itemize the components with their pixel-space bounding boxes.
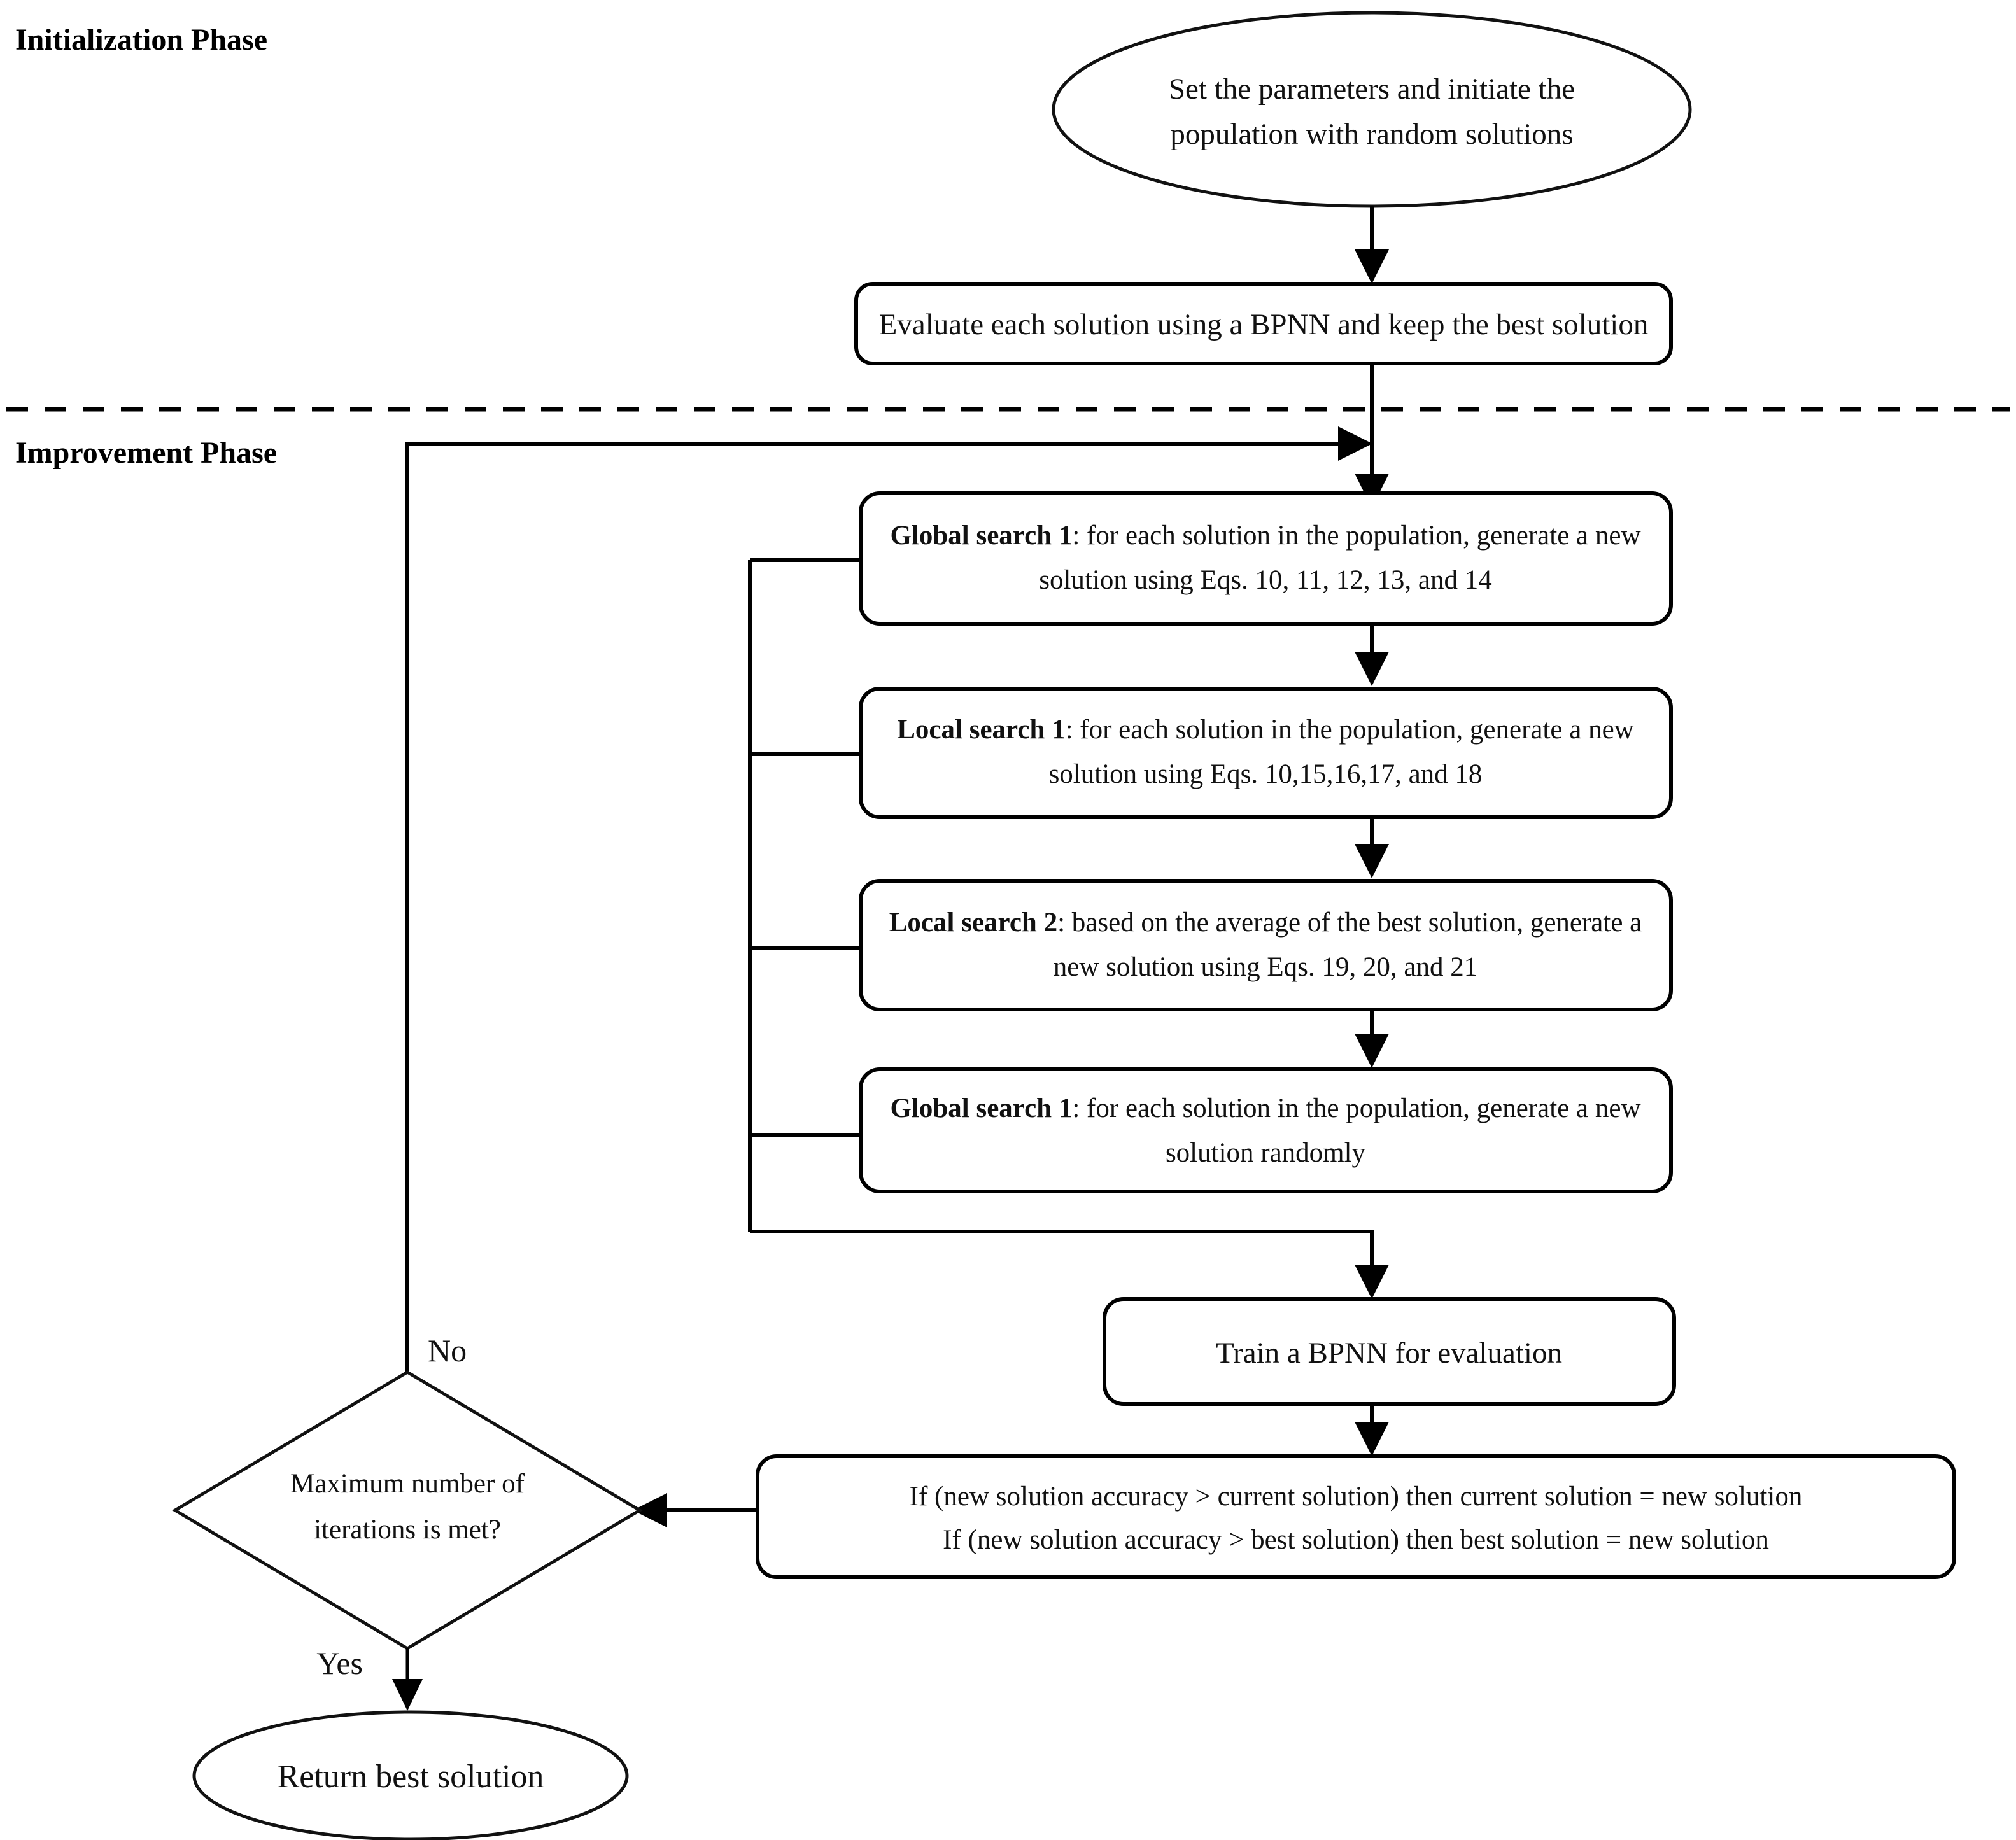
- global-search-1a-box: [859, 491, 1673, 626]
- local-search-1-line2: solution using Eqs. 10,15,16,17, and 18: [1049, 759, 1483, 789]
- local-search-1-line1: Local search 1: for each solution in the…: [897, 715, 1634, 745]
- edge-no-feedback-loop: [405, 442, 1355, 1372]
- global-search-1b-box: [859, 1067, 1673, 1193]
- global-search-1b-line1: Global search 1: for each solution in th…: [890, 1093, 1640, 1123]
- update-box: [756, 1454, 1956, 1579]
- train-bpnn-label: Train a BPNN for evaluation: [1216, 1337, 1562, 1370]
- edge-label-no: No: [428, 1333, 467, 1368]
- arrowhead-bracket-to-train: [1355, 1265, 1389, 1299]
- arrowhead-no-feedback-loop: [1338, 426, 1372, 461]
- arrowhead-evaluate-to-globalsearch: [1355, 474, 1389, 508]
- local-search-2-line2: new solution using Eqs. 19, 20, and 21: [1054, 952, 1477, 982]
- update-box-line2: If (new solution accuracy > best solutio…: [943, 1525, 1769, 1555]
- global-search-1a-line2: solution using Eqs. 10, 11, 12, 13, and …: [1039, 565, 1492, 595]
- update-box-line1: If (new solution accuracy > current solu…: [910, 1482, 1803, 1512]
- arrowhead-ls2-to-gs1b: [1355, 1034, 1389, 1068]
- global-search-1b-bold: Global search 1: [890, 1093, 1072, 1123]
- arrowhead-start-to-evaluate: [1355, 249, 1389, 284]
- train-bpnn-box: [1103, 1297, 1676, 1406]
- arrowhead-yes-to-end: [392, 1679, 423, 1711]
- local-search-2-box: [859, 879, 1673, 1011]
- end-ellipse-label: Return best solution: [278, 1759, 544, 1795]
- global-search-1b-rest: : for each solution in the population, g…: [1072, 1093, 1640, 1123]
- edge-label-yes: Yes: [316, 1645, 363, 1681]
- decision-line1: Maximum number of: [290, 1469, 525, 1499]
- local-search-2-bold: Local search 2: [889, 908, 1057, 938]
- arrowhead-update-to-decision: [633, 1493, 667, 1527]
- arrowhead-gs1a-to-ls1: [1355, 652, 1389, 686]
- local-search-1-bold: Local search 1: [897, 715, 1065, 745]
- start-ellipse-line1: Set the parameters and initiate the: [1169, 73, 1575, 106]
- start-ellipse-line2: population with random solutions: [1170, 118, 1573, 151]
- evaluate-box: [854, 282, 1673, 365]
- global-search-1b-line2: solution randomly: [1166, 1138, 1366, 1168]
- local-search-2-rest: : based on the average of the best solut…: [1057, 908, 1642, 938]
- bracket-to-train: [750, 1230, 1374, 1281]
- start-ellipse: [1052, 11, 1692, 208]
- phase-label-improvement: Improvement Phase: [15, 436, 277, 470]
- evaluate-box-label: Evaluate each solution using a BPNN and …: [879, 308, 1649, 341]
- arrowhead-train-to-update: [1355, 1422, 1389, 1456]
- global-search-1a-bold: Global search 1: [890, 521, 1072, 551]
- local-search-2-line1: Local search 2: based on the average of …: [889, 908, 1642, 938]
- arrowhead-ls1-to-ls2: [1355, 844, 1389, 878]
- decision-line2: iterations is met?: [314, 1515, 501, 1545]
- local-search-1-box: [859, 687, 1673, 819]
- global-search-1a-line1: Global search 1: for each solution in th…: [890, 521, 1640, 551]
- local-search-1-rest: : for each solution in the population, g…: [1066, 715, 1634, 745]
- phase-label-initialization: Initialization Phase: [15, 23, 267, 57]
- end-ellipse: [192, 1710, 629, 1840]
- decision-diamond: [172, 1370, 643, 1650]
- global-search-1a-rest: : for each solution in the population, g…: [1072, 521, 1640, 551]
